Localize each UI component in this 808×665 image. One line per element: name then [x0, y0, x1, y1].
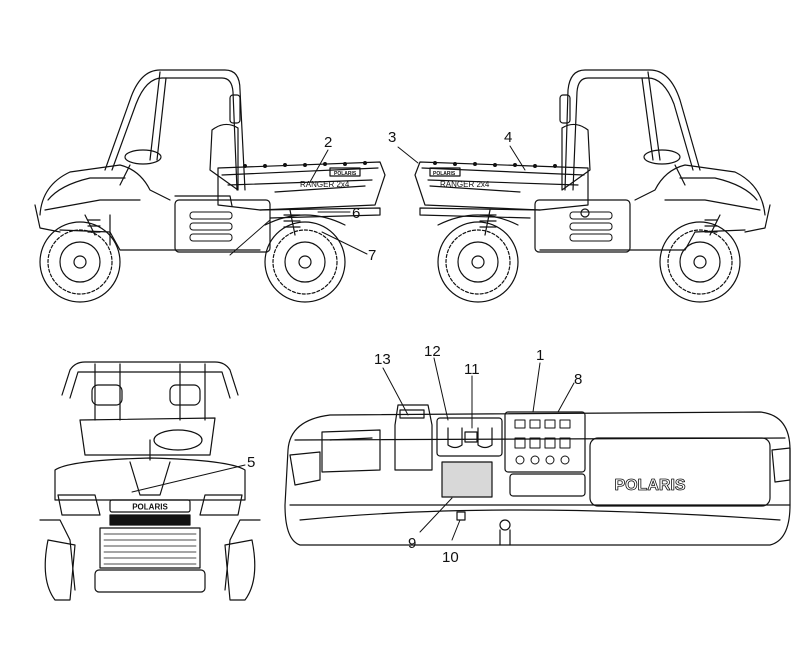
callout-8: 8: [574, 371, 583, 388]
callout-12: 12: [424, 343, 441, 360]
left-polaris-decal: POLARIS: [334, 171, 357, 177]
vehicle-rear-view: POLARIS: [284, 404, 791, 546]
callout-5: 5: [247, 454, 256, 471]
callout-2: 2: [324, 134, 333, 151]
vehicle-front-view: POLARIS: [39, 361, 261, 601]
rear-polaris-decal: POLARIS: [614, 477, 685, 494]
callout-11: 11: [464, 361, 480, 378]
vehicle-right-side-view: [414, 69, 771, 303]
callout-9: 9: [408, 535, 417, 552]
callout-6: 6: [352, 205, 361, 222]
left-ranger-decal: RANGER 2x4: [300, 180, 350, 189]
callout-7: 7: [368, 247, 377, 264]
front-polaris-decal: POLARIS: [132, 503, 168, 512]
right-ranger-decal: RANGER 2x4: [440, 180, 490, 189]
callout-10: 10: [442, 549, 459, 566]
callout-4: 4: [504, 129, 513, 146]
callout-1: 1: [536, 347, 545, 364]
callout-13: 13: [374, 351, 391, 368]
vehicle-left-side-view: [34, 69, 386, 303]
right-polaris-decal: POLARIS: [433, 171, 456, 177]
leader-lines: [131, 145, 575, 541]
callout-3: 3: [388, 129, 397, 146]
